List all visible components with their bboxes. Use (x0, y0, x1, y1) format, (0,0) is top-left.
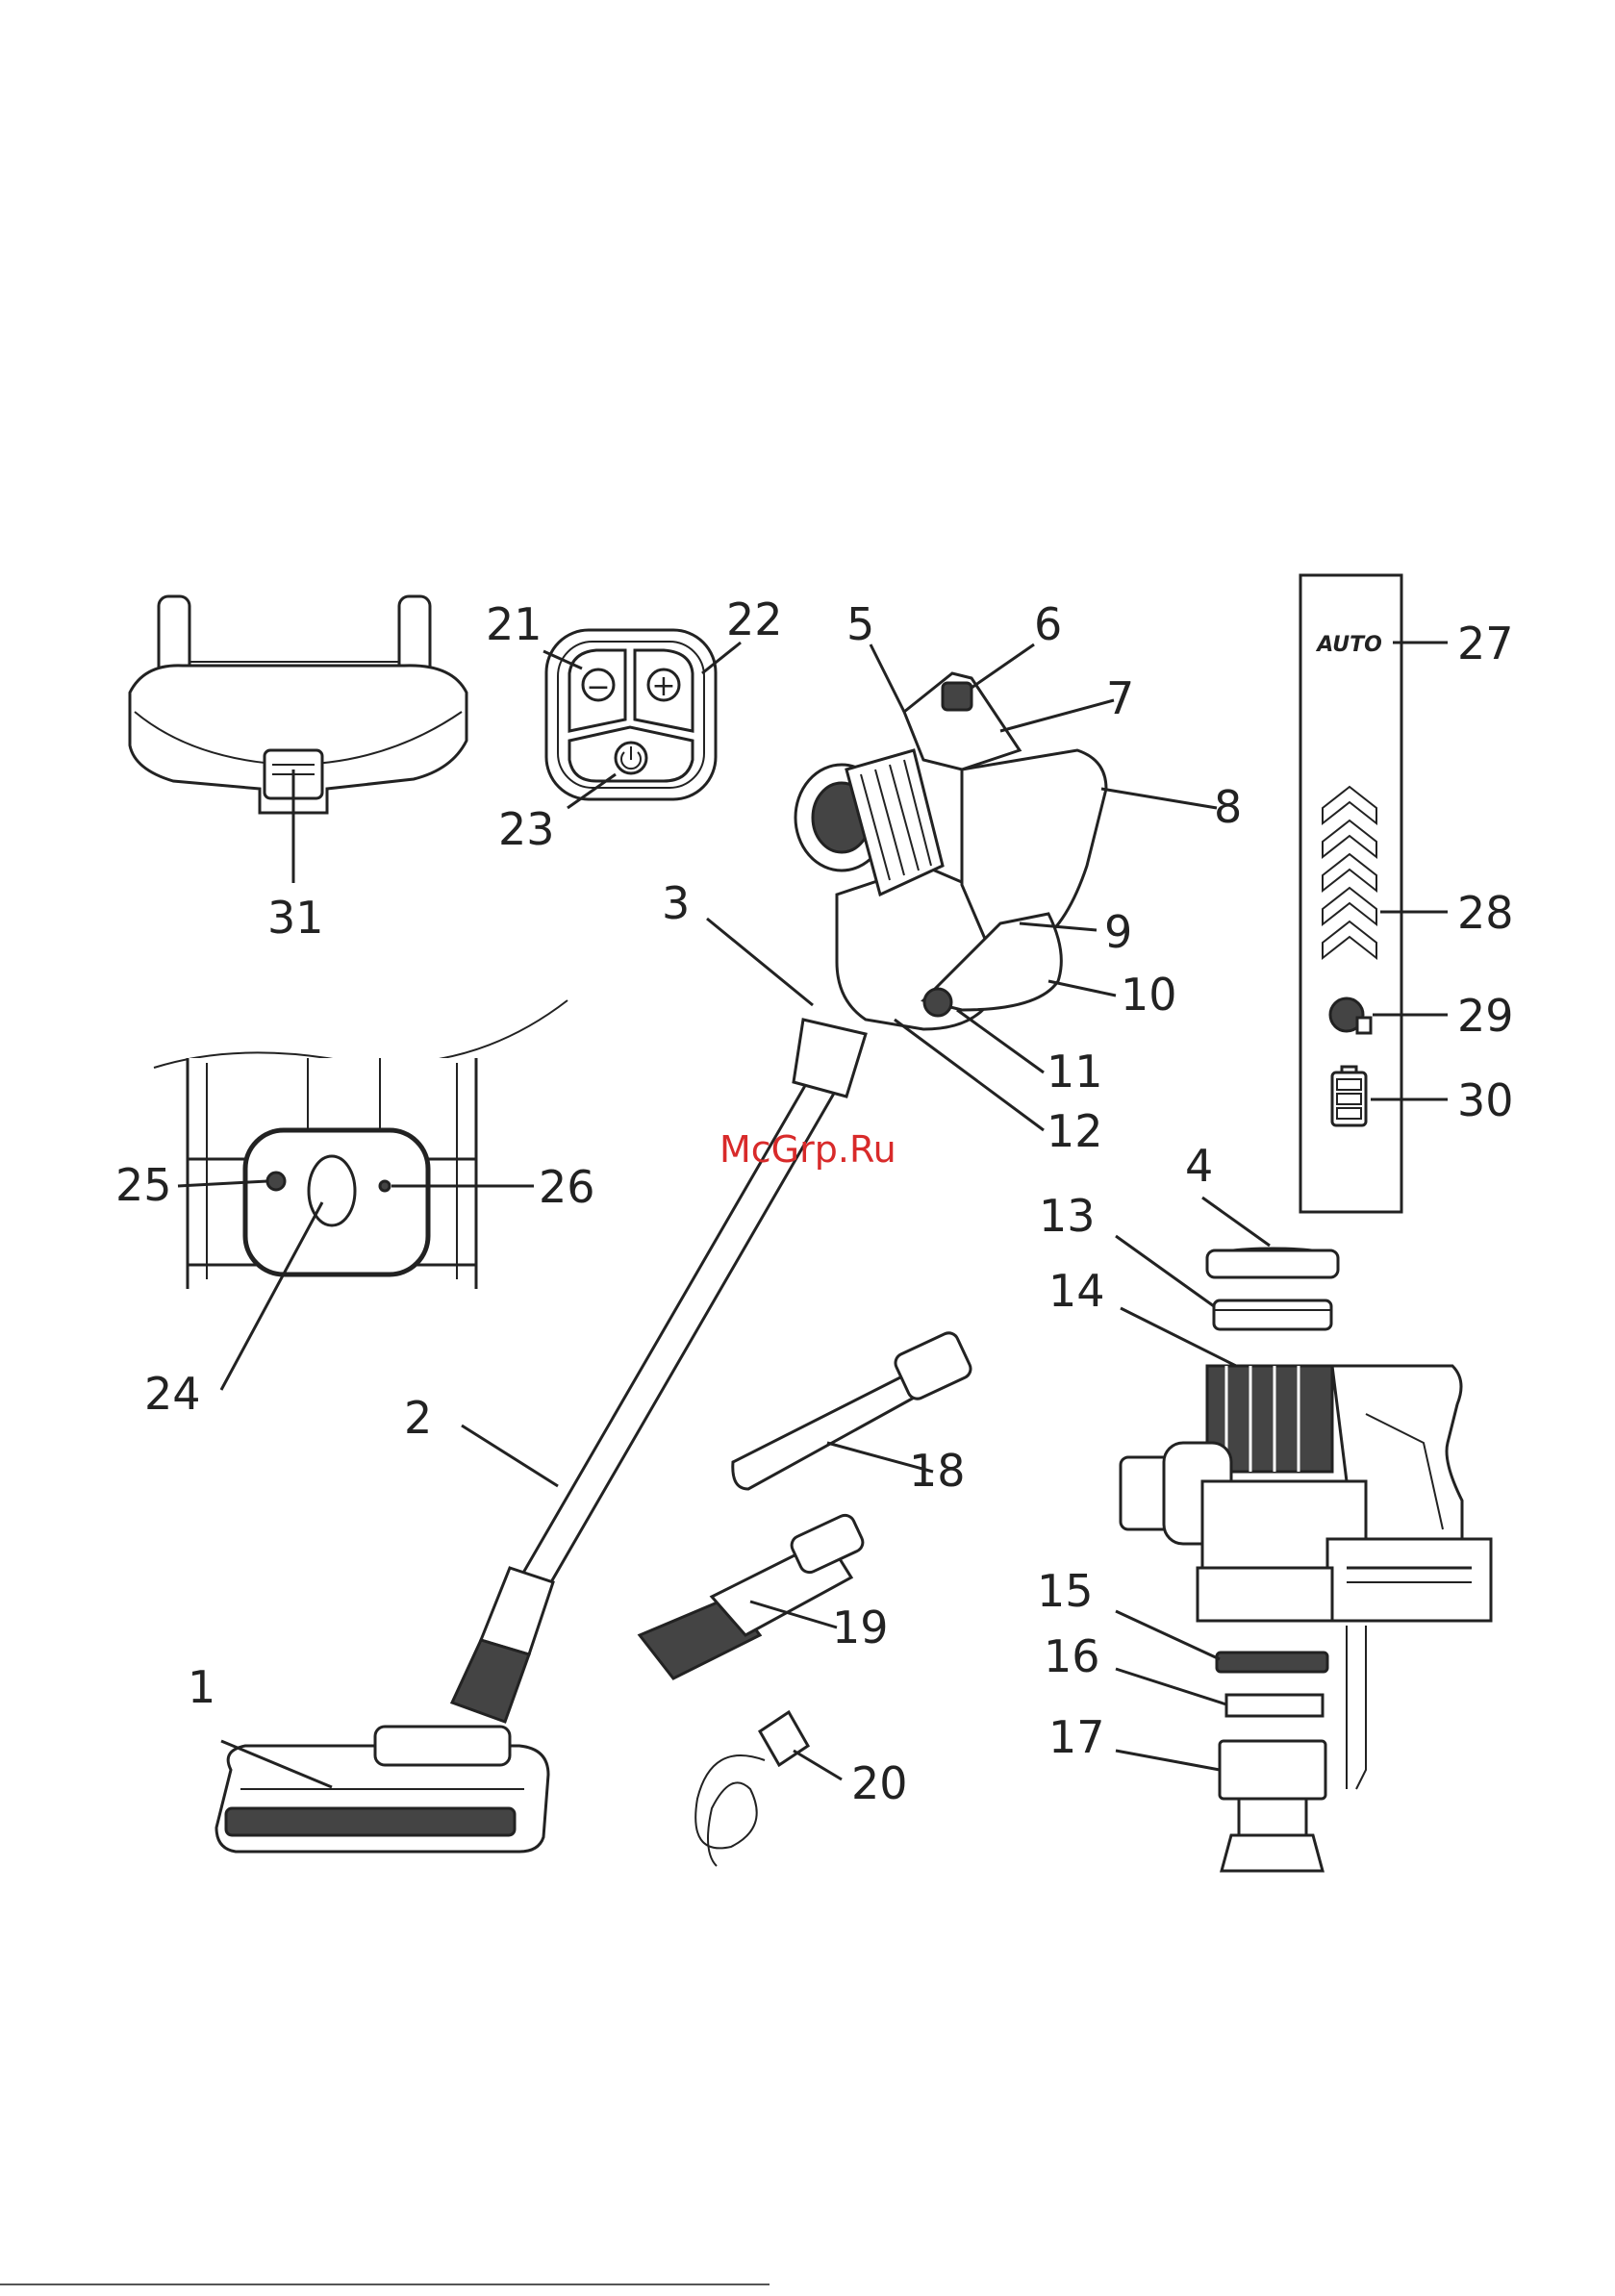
callout-27: 27 (1457, 618, 1514, 669)
callout-10: 10 (1121, 969, 1177, 1021)
callout-6: 6 (1034, 598, 1062, 650)
callout-9: 9 (1104, 906, 1132, 958)
callout-4: 4 (1185, 1140, 1213, 1192)
callout-11: 11 (1047, 1046, 1103, 1098)
callout-24: 24 (144, 1368, 201, 1420)
minus-glyph: − (586, 670, 610, 704)
callout-25: 25 (115, 1159, 172, 1211)
callout-16: 16 (1044, 1630, 1100, 1682)
callout-15: 15 (1037, 1565, 1094, 1617)
callout-21: 21 (486, 598, 543, 650)
callout-19: 19 (832, 1602, 889, 1653)
indicator-panel: AUTO (1300, 575, 1401, 1212)
callout-23: 23 (498, 803, 555, 855)
callout-22: 22 (726, 593, 783, 645)
plus-glyph: + (651, 669, 675, 703)
callout-29: 29 (1457, 990, 1514, 1042)
callout-13: 13 (1039, 1190, 1096, 1242)
callout-7: 7 (1106, 672, 1134, 724)
auto-indicator: AUTO (1315, 633, 1382, 657)
callout-3: 3 (662, 877, 690, 929)
callout-2: 2 (404, 1392, 432, 1444)
callout-20: 20 (851, 1757, 908, 1809)
callout-14: 14 (1048, 1265, 1105, 1317)
callout-18: 18 (909, 1445, 966, 1497)
control-panel: − + (546, 630, 716, 799)
callout-8: 8 (1214, 781, 1242, 833)
charger (695, 1712, 808, 1866)
upholstery-brush (640, 1512, 866, 1678)
callout-31: 31 (267, 892, 324, 944)
exploded-handheld (1121, 1249, 1491, 1871)
callout-30: 30 (1457, 1074, 1514, 1126)
callout-17: 17 (1048, 1711, 1105, 1763)
charging-port-detail (154, 1000, 568, 1289)
callout-1: 1 (188, 1661, 215, 1713)
callout-5: 5 (846, 598, 874, 650)
callout-26: 26 (539, 1161, 595, 1213)
callout-28: 28 (1457, 887, 1514, 939)
wall-dock (130, 596, 467, 813)
callout-12: 12 (1047, 1105, 1103, 1157)
watermark: McGrp.Ru (719, 1128, 896, 1171)
